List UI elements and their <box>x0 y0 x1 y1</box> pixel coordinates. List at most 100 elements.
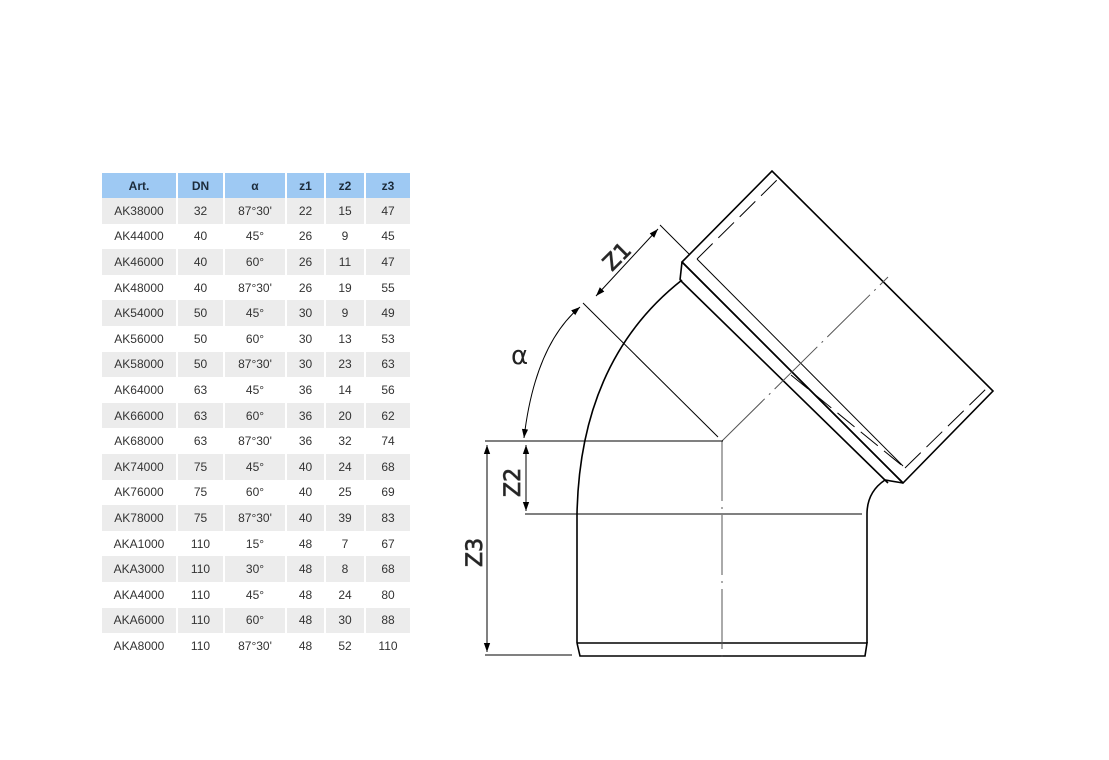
alpha-label: α <box>511 341 528 371</box>
cell-z1: 30 <box>287 351 325 378</box>
cell-z3: 68 <box>366 453 411 480</box>
cell-art: AKA1000 <box>102 530 177 557</box>
header-z2: z2 <box>326 173 365 198</box>
cell-z2: 24 <box>326 581 365 608</box>
cell-art: AK68000 <box>102 428 177 454</box>
cell-z3: 69 <box>366 479 411 506</box>
cell-art: AK54000 <box>102 300 177 326</box>
cell-z1: 26 <box>287 223 325 250</box>
dimension-lines <box>483 224 862 656</box>
cell-art: AK74000 <box>102 453 177 480</box>
cell-z3: 55 <box>366 274 411 301</box>
z2-label: Z2 <box>501 468 526 497</box>
cell-dn: 75 <box>178 479 224 506</box>
cell-z3: 74 <box>366 428 411 454</box>
cell-dn: 110 <box>178 530 224 557</box>
cell-z2: 9 <box>326 223 365 250</box>
cell-z2: 9 <box>326 300 365 326</box>
cell-z2: 20 <box>326 402 365 429</box>
cell-alpha: 45° <box>225 453 286 480</box>
cell-alpha: 60° <box>225 402 286 429</box>
cell-z1: 26 <box>287 249 325 275</box>
cell-z2: 11 <box>326 249 365 275</box>
cell-z2: 14 <box>326 377 365 403</box>
header-z3: z3 <box>366 173 411 198</box>
cell-art: AK58000 <box>102 351 177 378</box>
cell-z1: 40 <box>287 479 325 506</box>
cell-z1: 48 <box>287 633 325 659</box>
z1-label: Z1 <box>599 238 637 276</box>
cell-z1: 48 <box>287 607 325 634</box>
cell-dn: 110 <box>178 607 224 634</box>
cell-art: AKA3000 <box>102 556 177 582</box>
cell-z2: 19 <box>326 274 365 301</box>
cell-alpha: 60° <box>225 479 286 506</box>
cell-dn: 75 <box>178 505 224 531</box>
cell-z1: 22 <box>287 198 325 224</box>
cell-alpha: 45° <box>225 223 286 250</box>
cell-dn: 110 <box>178 581 224 608</box>
cell-z3: 47 <box>366 198 411 224</box>
cell-z3: 56 <box>366 377 411 403</box>
table-header-row: Art. DN α z1 z2 z3 <box>102 173 411 198</box>
cell-dn: 32 <box>178 198 224 224</box>
cell-art: AK44000 <box>102 223 177 250</box>
cell-alpha: 15° <box>225 530 286 557</box>
cell-dn: 40 <box>178 249 224 275</box>
cell-z1: 30 <box>287 300 325 326</box>
cell-art: AK78000 <box>102 505 177 531</box>
cell-alpha: 60° <box>225 249 286 275</box>
header-art: Art. <box>102 173 177 198</box>
cell-z1: 48 <box>287 556 325 582</box>
cell-alpha: 87°30' <box>225 633 286 659</box>
cell-z3: 88 <box>366 607 411 634</box>
cell-alpha: 45° <box>225 300 286 326</box>
z3-label: Z3 <box>463 538 488 567</box>
cell-dn: 40 <box>178 274 224 301</box>
cell-z2: 24 <box>326 453 365 480</box>
cell-art: AK56000 <box>102 325 177 352</box>
cell-z2: 52 <box>326 633 365 659</box>
cell-z3: 110 <box>366 633 411 659</box>
cell-art: AK38000 <box>102 198 177 224</box>
socket <box>679 169 995 485</box>
cell-alpha: 87°30' <box>225 351 286 378</box>
cell-z3: 62 <box>366 402 411 429</box>
cell-z1: 48 <box>287 530 325 557</box>
cell-alpha: 30° <box>225 556 286 582</box>
cell-alpha: 60° <box>225 607 286 634</box>
vertical-pipe <box>576 479 904 657</box>
cell-art: AK46000 <box>102 249 177 275</box>
cell-z2: 7 <box>326 530 365 557</box>
header-dn: DN <box>178 173 224 198</box>
cell-z1: 36 <box>287 377 325 403</box>
cell-z1: 36 <box>287 428 325 454</box>
cell-dn: 40 <box>178 223 224 250</box>
cell-dn: 110 <box>178 556 224 582</box>
cell-alpha: 45° <box>225 377 286 403</box>
cell-art: AK76000 <box>102 479 177 506</box>
cell-z2: 8 <box>326 556 365 582</box>
header-alpha: α <box>225 173 286 198</box>
cell-dn: 63 <box>178 377 224 403</box>
cell-dn: 75 <box>178 453 224 480</box>
cell-art: AKA6000 <box>102 607 177 634</box>
cell-z2: 15 <box>326 198 365 224</box>
